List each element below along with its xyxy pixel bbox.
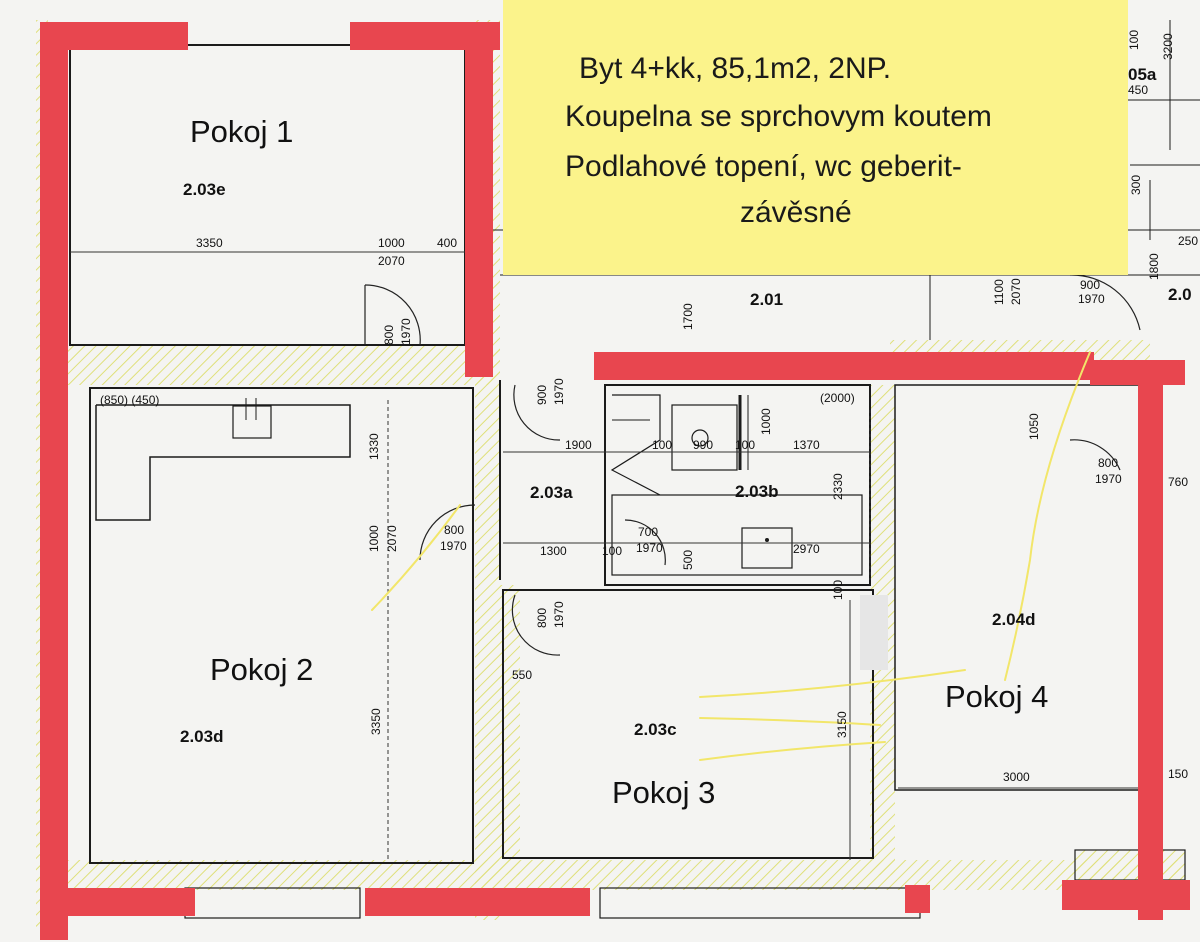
door-swings <box>364 274 1141 656</box>
room-code-2-03b: 2.03b <box>735 482 778 501</box>
hatched-walls <box>36 20 1185 930</box>
dim-label: 800 <box>444 523 464 537</box>
room-code-2-01: 2.01 <box>750 290 783 309</box>
dim-label: 3150 <box>835 711 849 738</box>
dimension-lines <box>70 251 1145 860</box>
dim-label: 1970 <box>552 601 566 628</box>
dim-label: 700 <box>638 525 658 539</box>
dim-label: 1900 <box>565 438 592 452</box>
dim-label: 1800 <box>1147 253 1161 280</box>
note-line-1: Byt 4+kk, 85,1m2, 2NP. <box>579 52 892 85</box>
room-label-pokoj-1: Pokoj 1 <box>190 114 293 149</box>
vertical-dimension-labels: 800 1970 1700 1100 2070 1800 100 3200 30… <box>367 30 1175 738</box>
dim-label: 1370 <box>793 438 820 452</box>
dim-label: 800 <box>382 325 396 345</box>
wall-bottom-mid <box>365 888 590 916</box>
dim-label: 3350 <box>196 236 223 250</box>
wall-right <box>1138 360 1163 920</box>
dim-label: 100 <box>735 438 755 452</box>
room-label-pokoj-3: Pokoj 3 <box>612 775 715 810</box>
dim-label: 2070 <box>385 525 399 552</box>
room-code-2-03e: 2.03e <box>183 180 226 199</box>
dim-label: 1970 <box>440 539 467 553</box>
blank-patch <box>860 595 888 670</box>
dim-label: 3350 <box>369 708 383 735</box>
dim-label: 1970 <box>552 378 566 405</box>
dim-label: 2970 <box>793 542 820 556</box>
wall-mid-vertical <box>465 22 493 377</box>
note-line-2: Koupelna se sprchovym koutem <box>565 100 992 133</box>
room-code-2-03a: 2.03a <box>530 483 573 502</box>
dim-label: 100 <box>652 438 672 452</box>
dim-label: 1300 <box>540 544 567 558</box>
sticky-note: Byt 4+kk, 85,1m2, 2NP. Koupelna se sprch… <box>503 0 1128 275</box>
room-code-2-03c: 2.03c <box>634 720 677 739</box>
dim-label: 760 <box>1168 475 1188 489</box>
wall-right-top <box>1090 360 1185 385</box>
dim-label: 800 <box>1098 456 1118 470</box>
room-code-edge: 2.0 <box>1168 285 1192 304</box>
room-code-2-04d: 2.04d <box>992 610 1035 629</box>
dim-label: 3200 <box>1161 33 1175 60</box>
dim-label: 2330 <box>831 473 845 500</box>
yellow-annotations <box>371 351 1091 761</box>
dim-label: 100 <box>602 544 622 558</box>
room-code-2-03d: 2.03d <box>180 727 223 746</box>
dim-label: 1970 <box>1095 472 1122 486</box>
dim-label: 1000 <box>367 525 381 552</box>
dim-label: 2070 <box>378 254 405 268</box>
wall-bottom-right <box>1062 880 1190 910</box>
dim-label: 3000 <box>1003 770 1030 784</box>
dim-label: 400 <box>437 236 457 250</box>
wall-left <box>40 22 68 940</box>
dim-label: 300 <box>1129 175 1143 195</box>
dim-label: 900 <box>535 385 549 405</box>
wall-bottom-right-a <box>905 885 930 913</box>
note-line-3: Podlahové topení, wc geberit- <box>565 150 962 183</box>
dim-label: 500 <box>681 550 695 570</box>
dim-label: 990 <box>693 438 713 452</box>
dim-label: 1000 <box>759 408 773 435</box>
dim-label: 900 <box>1080 278 1100 292</box>
wall-bottom-left <box>40 888 195 916</box>
dim-label: 2070 <box>1009 278 1023 305</box>
room-code-05a: 05a <box>1128 65 1157 84</box>
dim-label: 1700 <box>681 303 695 330</box>
dim-label: 1330 <box>367 433 381 460</box>
wall-top-left <box>40 22 188 50</box>
dim-label: 100 <box>1127 30 1141 50</box>
dim-label: 1970 <box>636 541 663 555</box>
dim-label: 1970 <box>399 318 413 345</box>
dim-label: 450 <box>1128 83 1148 97</box>
dim-label: 800 <box>535 608 549 628</box>
note-line-4: závěsné <box>740 196 852 229</box>
dim-label: (850) (450) <box>100 393 159 407</box>
dim-label: 1050 <box>1027 413 1041 440</box>
dim-label: 1000 <box>378 236 405 250</box>
dim-label: 1970 <box>1078 292 1105 306</box>
dim-label: 150 <box>1168 767 1188 781</box>
dimension-labels: 3350 1000 2070 400 900 1970 250 450 (850… <box>100 83 1198 784</box>
dim-label: 100 <box>831 580 845 600</box>
room-label-pokoj-4: Pokoj 4 <box>945 679 1048 714</box>
dim-label: 1100 <box>992 279 1006 305</box>
red-wall-highlights <box>40 22 1190 940</box>
room-label-pokoj-2: Pokoj 2 <box>210 652 313 687</box>
wall-bath-top <box>594 352 1094 380</box>
dim-label: (2000) <box>820 391 855 405</box>
dim-label: 550 <box>512 668 532 682</box>
dim-label: 250 <box>1178 234 1198 248</box>
